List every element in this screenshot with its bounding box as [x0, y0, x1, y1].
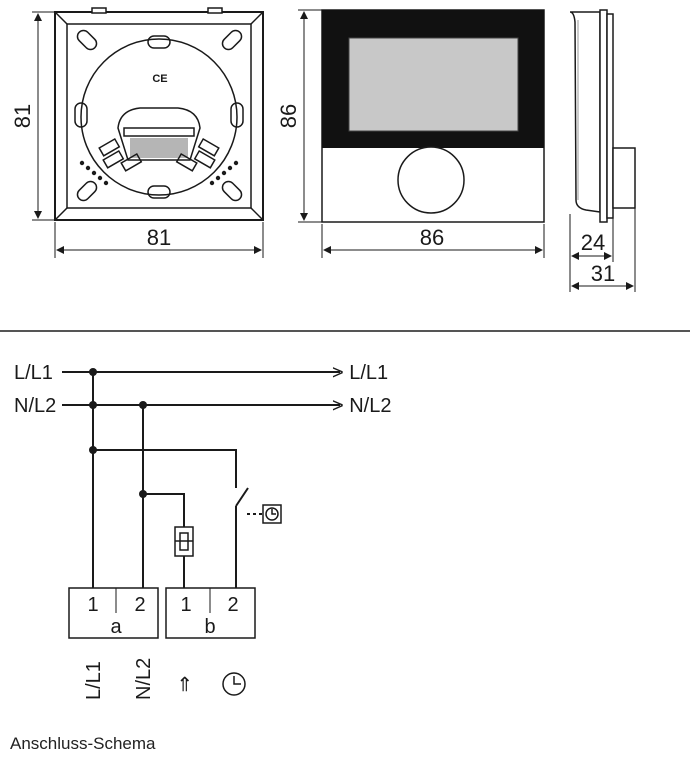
block-a-label: a: [110, 616, 122, 638]
side-depth-inner-label: 24: [581, 230, 605, 255]
terminal-a-2: 2: [134, 594, 145, 616]
bottom-label-n2: N/L2: [133, 658, 155, 700]
line1-out-label: > L/L1: [332, 362, 388, 384]
junction-dots: [89, 368, 147, 498]
bottom-label-l1: L/L1: [83, 661, 105, 700]
wiring-schematic: [62, 371, 340, 588]
rotary-knob: [397, 146, 465, 214]
back-view-dimensions: [32, 11, 264, 258]
front-height-label: 86: [276, 104, 301, 128]
front-view-dimensions: [298, 9, 545, 258]
arrow-symbol: ⇒: [174, 676, 196, 693]
block-b-label: b: [204, 616, 215, 638]
ce-mark: CE: [152, 73, 167, 85]
clock-icon: [222, 672, 246, 696]
fuse-element: [174, 526, 194, 557]
back-view: [54, 7, 264, 221]
timer-symbol: [262, 504, 282, 524]
terminal-block-a: [68, 587, 159, 639]
front-width-label: 86: [420, 225, 444, 250]
side-depth-total-label: 31: [591, 261, 615, 286]
front-view: [321, 9, 545, 223]
back-width-label: 81: [147, 225, 171, 250]
back-height-label: 81: [10, 104, 35, 128]
terminal-b-2: 2: [227, 594, 238, 616]
line2-in-label: N/L2: [14, 395, 56, 417]
side-view: [569, 9, 636, 223]
side-view-dimensions: [569, 208, 636, 292]
line1-in-label: L/L1: [14, 362, 53, 384]
line2-out-label: > N/L2: [332, 395, 391, 417]
terminal-b-1: 1: [180, 594, 191, 616]
diagram-caption: Anschluss-Schema: [10, 734, 156, 753]
display-screen: [348, 37, 519, 132]
terminal-block-b: [165, 587, 256, 639]
terminal-a-1: 1: [87, 594, 98, 616]
